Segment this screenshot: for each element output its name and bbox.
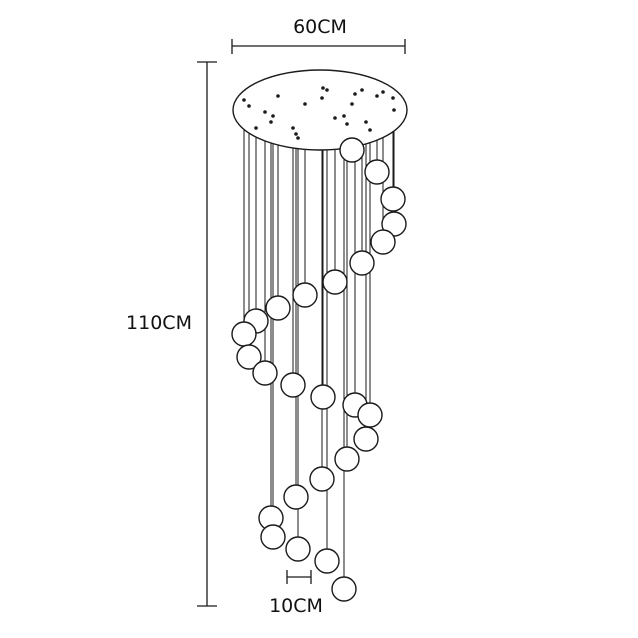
pendant-ball (292, 282, 318, 308)
ceiling-canopy (232, 69, 408, 151)
canopy-mount-points (242, 86, 396, 140)
mount-point (342, 114, 346, 118)
mount-point (276, 94, 280, 98)
mount-point (392, 108, 396, 112)
mount-point (254, 126, 258, 130)
width-label: 60CM (293, 16, 347, 38)
pendant-ball (357, 402, 383, 428)
mount-point (333, 116, 337, 120)
mount-point (269, 120, 273, 124)
pendant-ball (331, 576, 357, 602)
pendant-ball (339, 137, 365, 163)
mount-point (247, 104, 251, 108)
mount-point (368, 128, 372, 132)
mount-point (296, 136, 300, 140)
mount-point (325, 88, 329, 92)
pendant-ball (236, 344, 262, 370)
width-dimension (231, 39, 406, 54)
mount-point (375, 94, 379, 98)
mount-point (391, 96, 395, 100)
height-dimension (197, 61, 217, 607)
mount-point (242, 98, 246, 102)
mount-point (263, 110, 267, 114)
mount-point (320, 96, 324, 100)
mount-point (271, 114, 275, 118)
pendant-ball (285, 536, 311, 562)
ball-label: 10CM (269, 595, 323, 617)
pendant-ball (231, 321, 257, 347)
pendant-ball (364, 159, 390, 185)
mount-point (360, 88, 364, 92)
pendant-ball (334, 446, 360, 472)
mount-point (345, 122, 349, 126)
pendant-ball (349, 250, 375, 276)
pendant-balls (231, 137, 407, 602)
mount-point (321, 86, 325, 90)
pendant-ball (370, 229, 396, 255)
pendant-ball (380, 186, 406, 212)
mount-point (350, 102, 354, 106)
pendant-ball (353, 426, 379, 452)
mount-point (291, 126, 295, 130)
pendant-ball (252, 360, 278, 386)
pendant-ball (280, 372, 306, 398)
pendant-ball (314, 548, 340, 574)
height-label: 110CM (126, 312, 192, 334)
pendant-ball (310, 384, 336, 410)
mount-point (381, 90, 385, 94)
pendant-ball (265, 295, 291, 321)
mount-point (303, 102, 307, 106)
pendant-ball (260, 524, 286, 550)
mount-point (353, 92, 357, 96)
pendant-ball (283, 484, 309, 510)
mount-point (364, 120, 368, 124)
pendant-ball (322, 269, 348, 295)
ball-dimension (286, 570, 312, 584)
mount-point (294, 132, 298, 136)
pendant-ball (309, 466, 335, 492)
